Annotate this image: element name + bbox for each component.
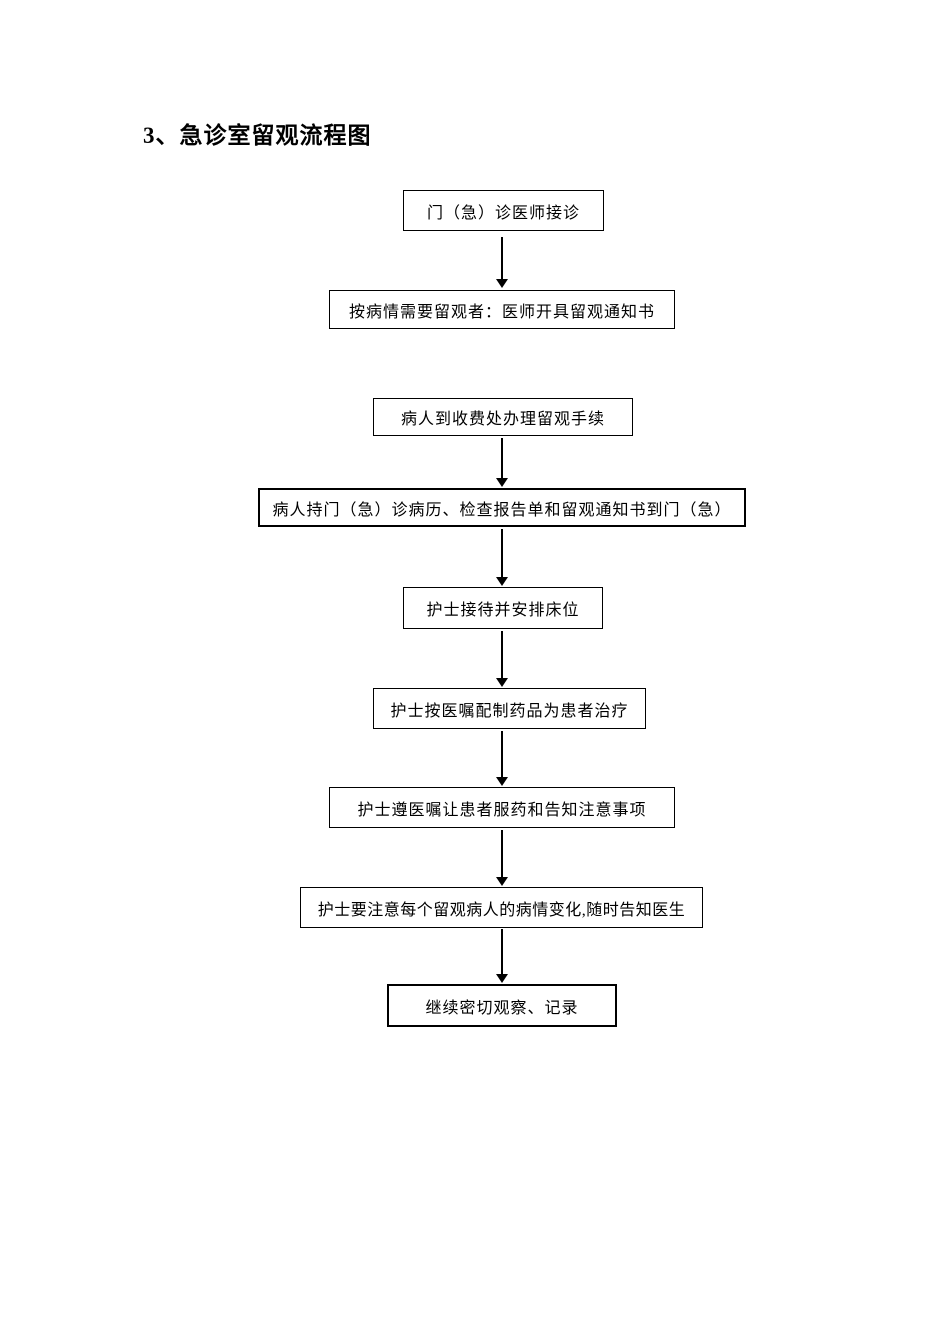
flow-node-observation-notice: 按病情需要留观者：医师开具留观通知书 bbox=[329, 290, 675, 329]
flow-node-nurse-arrange-bed: 护士接待并安排床位 bbox=[403, 587, 603, 629]
down-arrow-icon bbox=[496, 929, 508, 983]
flow-node-label: 护士接待并安排床位 bbox=[426, 602, 580, 619]
flow-node-label: 病人到收费处办理留观手续 bbox=[400, 411, 605, 428]
down-arrow-icon bbox=[496, 731, 508, 786]
down-arrow-icon bbox=[496, 438, 508, 487]
flow-node-label: 病人持门（急）诊病历、检查报告单和留观通知书到门（急） bbox=[272, 501, 732, 519]
flow-node-label: 护士要注意每个留观病人的病情变化,随时告知医生 bbox=[317, 901, 686, 919]
flow-node-bring-documents: 病人持门（急）诊病历、检查报告单和留观通知书到门（急） bbox=[258, 488, 746, 527]
flow-node-label: 门（急）诊医师接诊 bbox=[426, 204, 580, 222]
flow-node-doctor-reception: 门（急）诊医师接诊 bbox=[403, 190, 604, 231]
page-title: 3、急诊室留观流程图 bbox=[143, 123, 372, 148]
down-arrow-icon bbox=[496, 237, 508, 288]
down-arrow-icon bbox=[496, 830, 508, 886]
flow-node-nurse-give-medicine: 护士遵医嘱让患者服药和告知注意事项 bbox=[329, 787, 675, 828]
flow-node-label: 按病情需要留观者：医师开具留观通知书 bbox=[348, 303, 655, 321]
flow-node-continue-observation: 继续密切观察、记录 bbox=[387, 984, 617, 1027]
flow-node-label: 继续密切观察、记录 bbox=[425, 999, 579, 1017]
flow-node-label: 护士遵医嘱让患者服药和告知注意事项 bbox=[357, 801, 647, 819]
flow-node-label: 护士按医嘱配制药品为患者治疗 bbox=[390, 702, 629, 720]
down-arrow-icon bbox=[496, 529, 508, 586]
down-arrow-icon bbox=[496, 631, 508, 687]
flow-node-payment-procedure: 病人到收费处办理留观手续 bbox=[373, 398, 633, 436]
flow-node-nurse-monitor-condition: 护士要注意每个留观病人的病情变化,随时告知医生 bbox=[300, 887, 703, 928]
flow-node-nurse-prepare-medicine: 护士按医嘱配制药品为患者治疗 bbox=[373, 688, 646, 729]
